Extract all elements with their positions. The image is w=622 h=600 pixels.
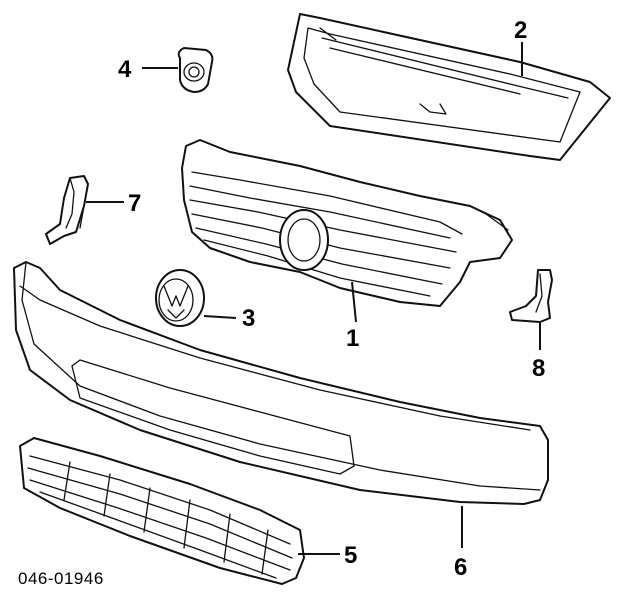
part-8-right-bracket	[509, 269, 553, 323]
callout-6: 6	[454, 554, 467, 581]
callout-8: 8	[532, 355, 545, 382]
figure-code: 046-01946	[18, 569, 104, 588]
callout-labels: 1 2 3 4 5 6 7 8	[118, 17, 545, 581]
part-4-clip	[177, 47, 214, 93]
callout-5: 5	[344, 542, 357, 569]
part-6-bumper-cover	[13, 261, 549, 505]
leader-lines	[86, 42, 541, 555]
callout-7: 7	[128, 190, 141, 217]
callout-4: 4	[118, 56, 132, 83]
part-7-left-bracket	[45, 175, 89, 245]
part-5-lower-grille	[19, 437, 305, 585]
leader-1	[351, 281, 357, 323]
callout-2: 2	[514, 17, 527, 44]
callout-1: 1	[346, 325, 359, 352]
leader-3	[203, 315, 237, 319]
part-2-grille-frame	[287, 13, 611, 161]
part-1-radiator-grille	[181, 139, 513, 307]
part-3-emblem	[155, 269, 205, 327]
callout-3: 3	[242, 305, 255, 332]
